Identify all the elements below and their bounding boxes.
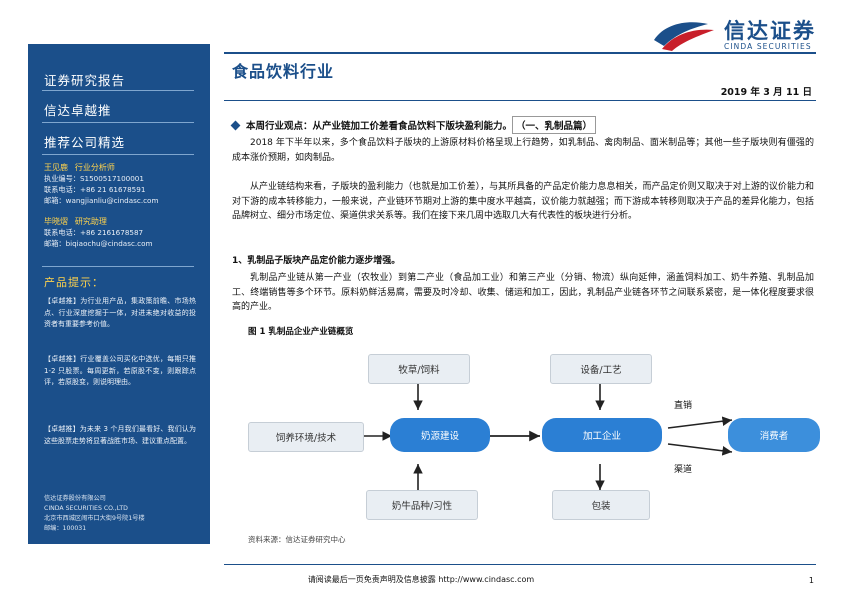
analyst-mail-1: 邮箱：wangjianliu@cindasc.com: [44, 196, 159, 205]
weekly-view-text: 本周行业观点：从产业链加工价差看食品饮料下版块盈利能力。: [246, 121, 513, 132]
diagram-node-environment: 饲养环境/技术: [248, 422, 364, 452]
analyst-phone-2: 联系电话：+86 2161678587: [44, 228, 144, 237]
sidebar-divider-4: [42, 266, 194, 267]
analyst-role-1: 行业分析师: [74, 163, 115, 172]
analyst-block-1: 王见鹿 行业分析师 执业编号：S1500517100001 联系电话：+86 2…: [44, 162, 158, 206]
paragraph-3: 1、乳制品子版块产品定价能力逐步增强。: [232, 256, 401, 266]
logo-text-en: CINDA SECURITIES: [724, 41, 812, 51]
diagram-node-equipment: 设备/工艺: [550, 354, 652, 384]
header-divider-2: [224, 100, 816, 101]
diagram-node-milk-source: 奶源建设: [390, 418, 490, 452]
supply-chain-diagram: 牧草/饲料 设备/工艺 饲养环境/技术 奶源建设 加工企业 消费者 奶牛品种/习…: [240, 332, 820, 542]
sidebar-subtitle-2: 推荐公司精选: [44, 135, 126, 150]
diagram-node-consumer: 消费者: [728, 418, 820, 452]
footer-divider: [224, 564, 816, 565]
analyst-role-2: 研究助理: [74, 217, 107, 226]
page-title: 食品饮料行业: [232, 62, 335, 81]
header-divider: [224, 52, 816, 54]
paragraph-2: 从产业链结构来看，子版块的盈利能力（也就是加工价差），与其所具备的产品定价能力息…: [232, 182, 814, 221]
analyst-phone-1: 联系电话：+86 21 61678591: [44, 185, 146, 194]
tip-text-2: 【卓越推】行业覆盖公司买化中选优，每期只推 1-2 只股票。每周更新，若原股不变…: [44, 355, 196, 386]
analyst-license-1: 执业编号：S1500517100001: [44, 174, 144, 183]
diagram-node-feed: 牧草/饲料: [368, 354, 470, 384]
report-date: 2019 年 3 月 11 日: [720, 87, 812, 98]
diagram-node-package: 包装: [552, 490, 650, 520]
analyst-name-1: 王见鹿: [44, 163, 68, 172]
paragraph-1: 2018 年下半年以来，多个食品饮料子版块的上游原材料价格呈现上行趋势，如乳制品…: [232, 138, 814, 163]
sidebar-divider-2: [42, 122, 194, 123]
tip-text-1: 【卓越推】为行业用产品，集政策前瞻、市场热点、行业深度挖掘于一体，对进未绝对收益…: [44, 297, 196, 328]
sidebar-title: 证券研究报告: [44, 73, 126, 88]
paragraph-4: 乳制品产业链从第一产业（农牧业）到第二产业（食品加工业）和第三产业（分销、物流）…: [232, 273, 814, 312]
company-postcode: 邮编：100031: [44, 525, 87, 532]
cinda-logo-icon: [652, 18, 718, 52]
analyst-mail-2: 邮箱：biqiaochu@cindasc.com: [44, 239, 153, 248]
figure-source: 资料来源：信达证券研究中心: [248, 535, 346, 544]
footer-disclaimer: 请阅读最后一页免责声明及信息披露 http://www.cindasc.com: [307, 575, 535, 584]
brand-logo: 信达证券 CINDA SECURITIES: [652, 18, 816, 52]
sidebar: 证券研究报告 信达卓越推 推荐公司精选 王见鹿 行业分析师 执业编号：S1500…: [28, 44, 210, 544]
tips-heading: 产品提示：: [44, 276, 104, 289]
diagram-edge-label-direct: 直销: [674, 401, 693, 411]
tip-text-3: 【卓越推】为未来 3 个月我们最看好、我们认为这些股票走势将显著战胜市场、建议重…: [44, 425, 196, 445]
company-address: 北京市西城区闹市口大街9号院1号楼: [44, 515, 145, 522]
sidebar-divider-1: [42, 90, 194, 91]
diagram-node-breed: 奶牛品种/习性: [366, 490, 478, 520]
analyst-block-2: 毕晓熠 研究助理 联系电话：+86 2161678587 邮箱：biqiaoch…: [44, 216, 153, 249]
company-name-en: CINDA SECURITIES CO.,LTD: [44, 505, 128, 512]
sidebar-subtitle-1: 信达卓越推: [44, 103, 112, 118]
weekly-view-heading: 本周行业观点：从产业链加工价差看食品饮料下版块盈利能力。 （一、乳制品篇）: [230, 116, 816, 134]
sidebar-divider-3: [42, 154, 194, 155]
diagram-edge-label-channel: 渠道: [674, 465, 693, 475]
analyst-name-2: 毕晓熠: [44, 217, 68, 226]
figure-caption: 图 1 乳制品企业产业链概览: [248, 327, 354, 337]
diamond-bullet-icon: [230, 120, 241, 130]
weekly-view-tag: （一、乳制品篇）: [512, 116, 597, 134]
diagram-node-processing: 加工企业: [542, 418, 662, 452]
page-number: 1: [808, 576, 814, 585]
company-name-cn: 信达证券股份有限公司: [44, 495, 106, 502]
logo-text-cn: 信达证券: [724, 18, 816, 43]
